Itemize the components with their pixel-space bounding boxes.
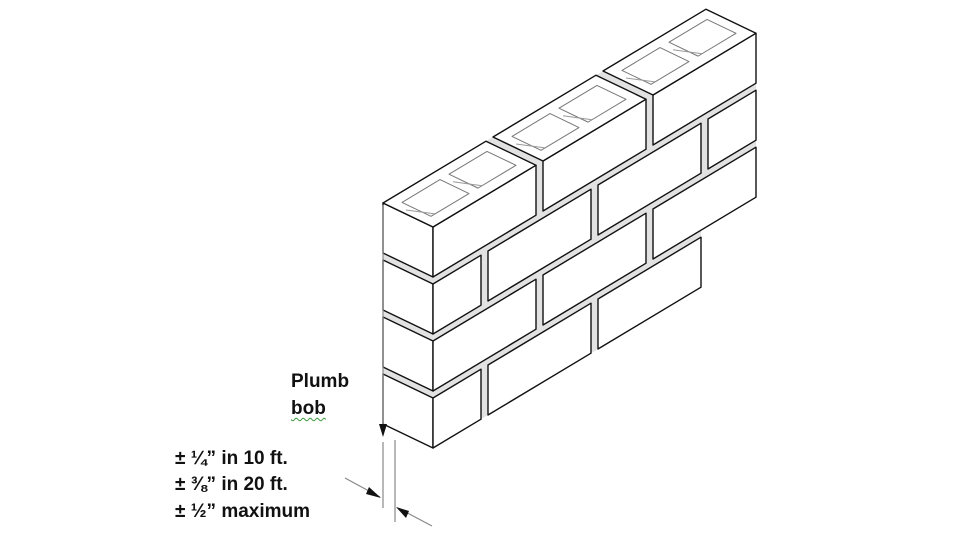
block-core-icon xyxy=(558,84,627,123)
block-core-icon xyxy=(401,179,470,217)
core-inner-edge xyxy=(452,181,483,187)
block-front-face xyxy=(432,254,482,335)
block-front-face xyxy=(487,302,592,416)
block-core-icon xyxy=(511,113,580,151)
block-front-face xyxy=(652,146,757,260)
block-core-icon xyxy=(668,18,737,57)
block-front-face xyxy=(487,188,592,302)
plumb-arrowhead-icon xyxy=(379,424,387,437)
tolerance-maximum: ± ½” maximum xyxy=(175,501,311,522)
dimension-arrow-left-icon xyxy=(366,487,381,498)
block-layer xyxy=(382,8,757,449)
dimension-arrow-right-icon xyxy=(396,507,409,518)
block-front-face xyxy=(597,122,702,236)
block-front-face xyxy=(597,236,702,350)
block-core-icon xyxy=(448,150,517,189)
bob-label: bob xyxy=(291,398,326,419)
tolerance-20ft: ± ⅜” in 20 ft. xyxy=(175,474,288,495)
core-inner-edge xyxy=(625,77,656,83)
block-front-face xyxy=(707,89,757,170)
tolerance-10ft: ± ¼” in 10 ft. xyxy=(175,448,288,469)
block-core-icon xyxy=(621,47,690,85)
plumb-label: Plumb xyxy=(291,371,350,392)
mortar-front xyxy=(433,33,756,448)
core-inner-edge xyxy=(672,49,703,55)
block-front-face xyxy=(542,212,647,326)
block-front-face xyxy=(432,278,537,392)
plumb-line xyxy=(344,205,433,527)
core-inner-edge xyxy=(405,209,436,215)
core-inner-edge xyxy=(515,143,546,149)
core-inner-edge xyxy=(562,115,593,121)
block-front-face xyxy=(432,368,482,449)
